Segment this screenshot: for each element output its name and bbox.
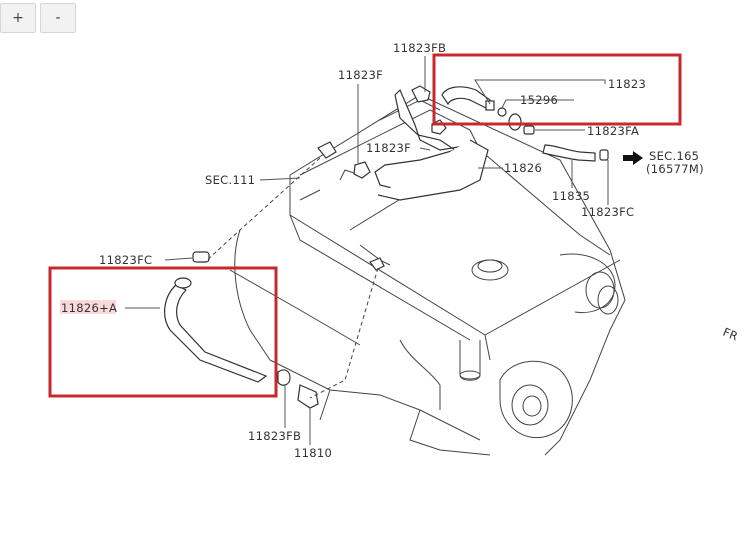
label-sec111: SEC.111 (205, 173, 255, 187)
label-highlight-marker (60, 300, 116, 314)
label-11810: 11810 (294, 446, 332, 460)
label-11823fc-left: 11823FC (99, 253, 152, 267)
engine-block (229, 94, 626, 456)
zoom-out-button[interactable]: - (40, 3, 76, 33)
label-11826: 11826 (504, 161, 542, 175)
label-11823fa: 11823FA (587, 124, 639, 138)
guide-lines (204, 157, 379, 399)
hose-11835 (542, 144, 609, 162)
label-16577m: (16577M) (646, 162, 704, 176)
label-11823f-mid: 11823F (366, 141, 411, 155)
pcv-valve-11810 (277, 369, 319, 409)
label-11835: 11835 (552, 189, 590, 203)
leader-lines (125, 56, 609, 445)
label-sec165: SEC.165 (649, 149, 699, 163)
hose-11826-a (164, 251, 268, 383)
zoom-in-button[interactable]: + (0, 3, 36, 33)
hose-11823-assembly (441, 86, 535, 135)
label-15296: 15296 (520, 93, 558, 107)
label-11826a: 11826+A (61, 301, 117, 315)
label-11823fb-top: 11823FB (393, 41, 446, 55)
label-11823f-left: 11823F (338, 68, 383, 82)
highlight-box-lower (48, 266, 278, 398)
pcv-hose-upper (374, 88, 489, 201)
label-11823: 11823 (608, 77, 646, 91)
highlight-box-upper (432, 53, 682, 126)
label-11823fb-bottom: 11823FB (248, 429, 301, 443)
arrow-right-icon (623, 151, 643, 165)
part-labels: 11823FB 11823F 11823 15296 11823FA 11823… (60, 41, 740, 460)
label-fr: FR (721, 325, 740, 344)
label-11823fc-right: 11823FC (581, 205, 634, 219)
